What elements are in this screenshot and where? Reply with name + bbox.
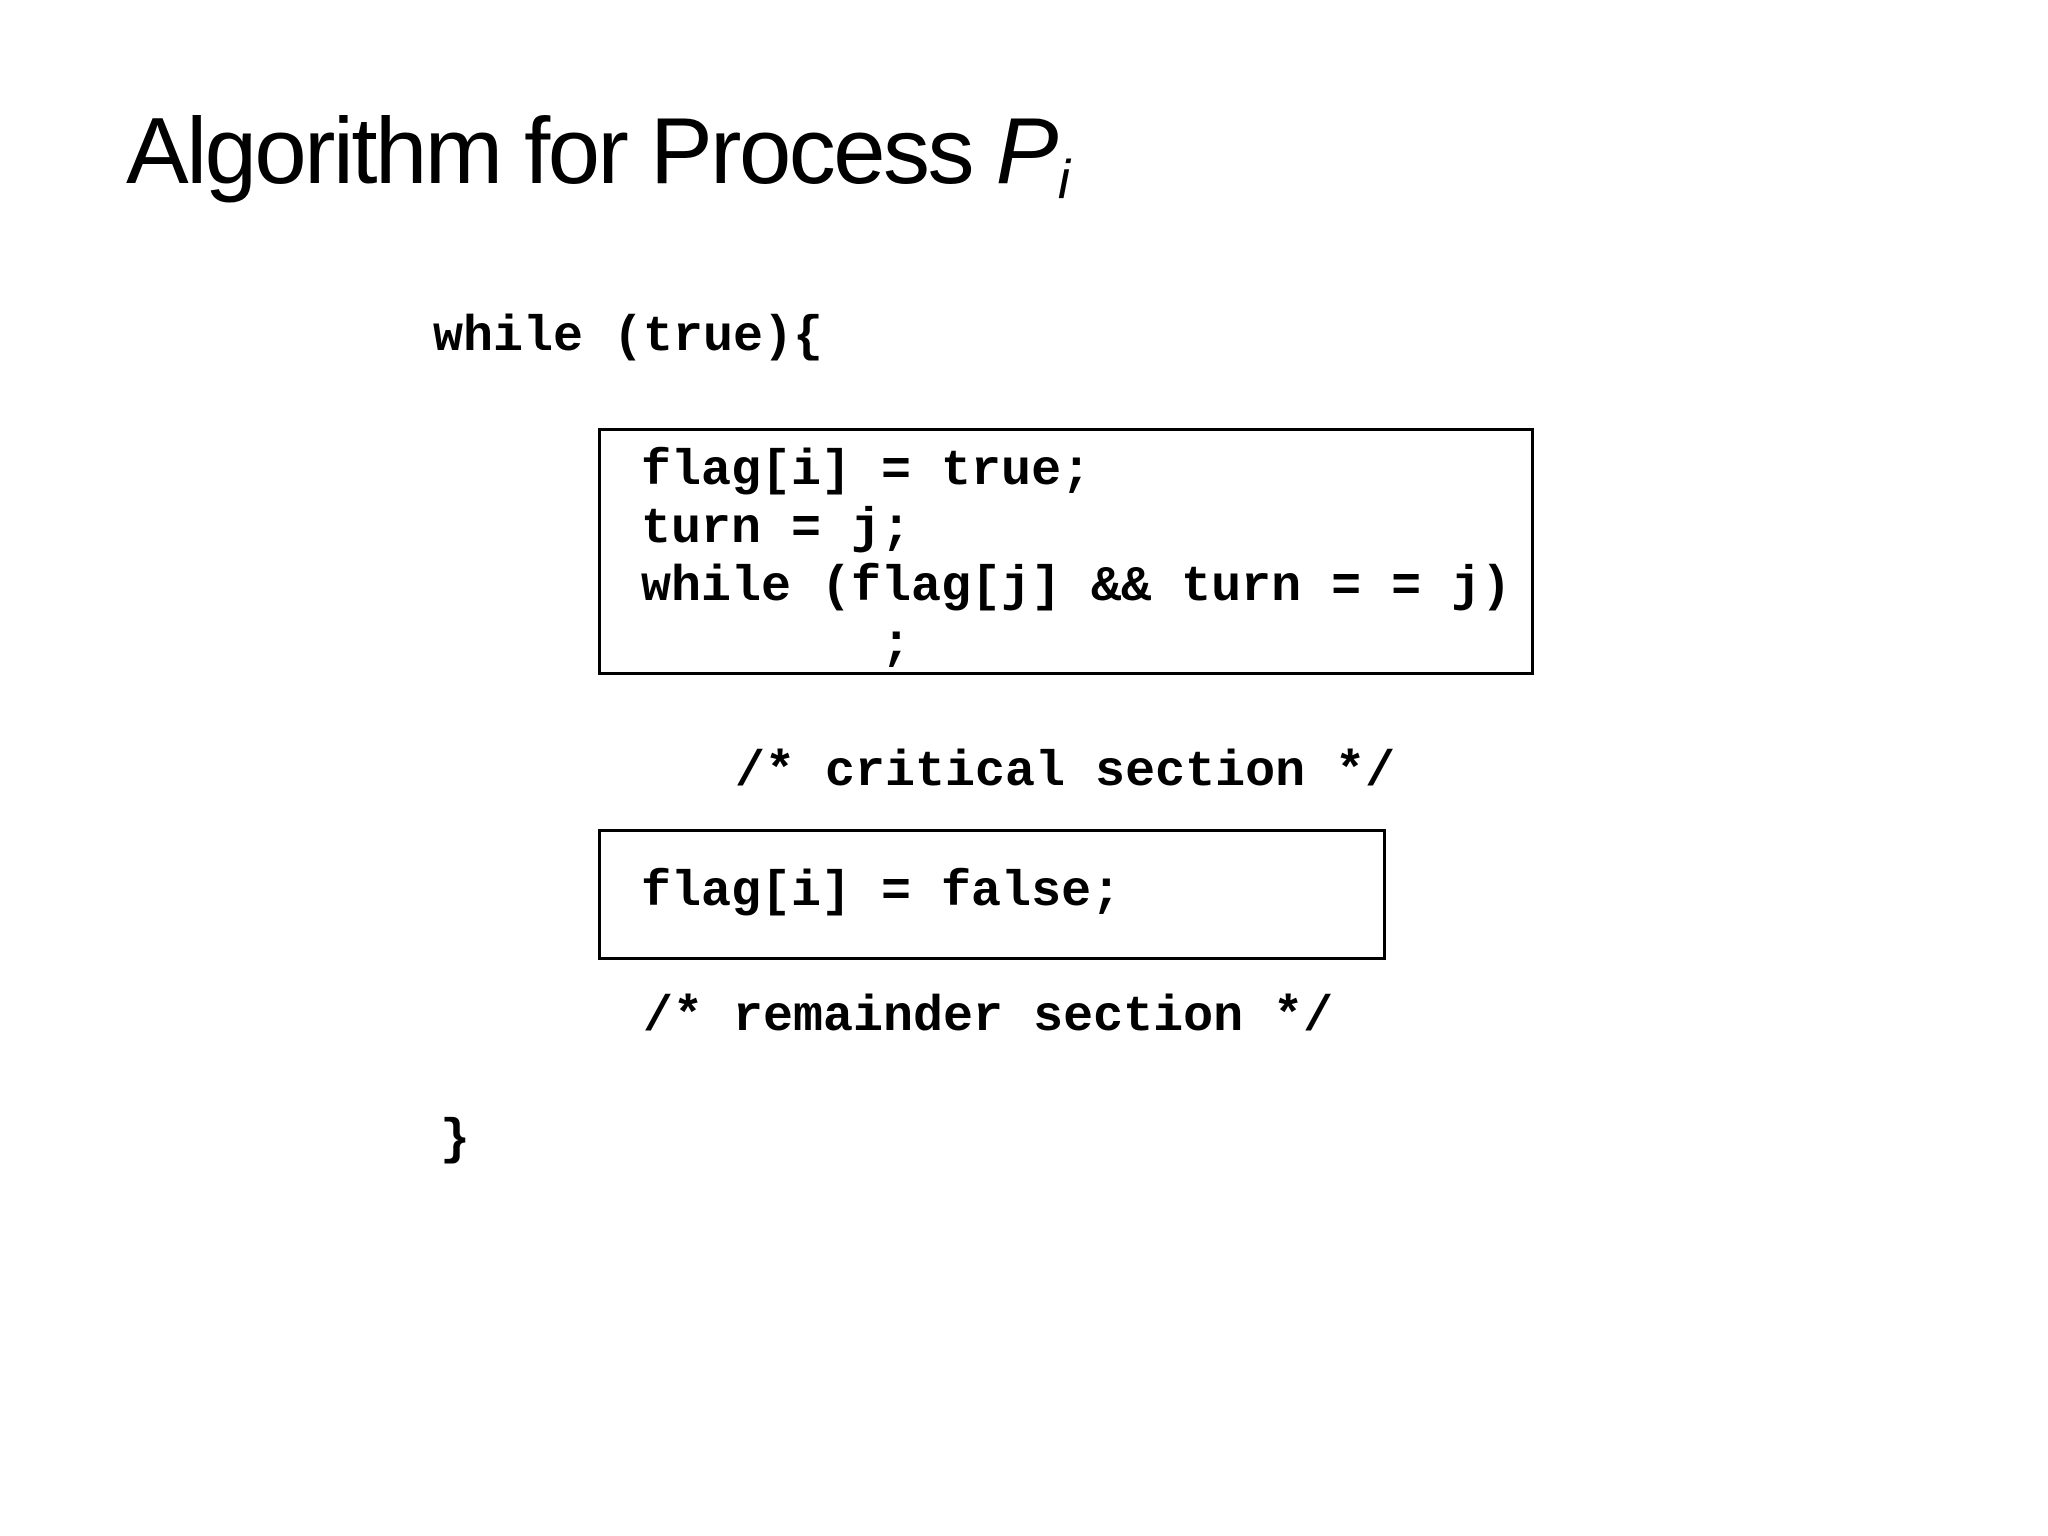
entry-code-line-while-spin: while (flag[j] && turn = = j) bbox=[641, 559, 1512, 616]
outer-while-close-brace: } bbox=[440, 1112, 471, 1169]
entry-code-line-flag-true: flag[i] = true; bbox=[641, 443, 1092, 500]
entry-section-box: flag[i] = true; turn = j; while (flag[j]… bbox=[598, 428, 1534, 675]
outer-while-open-line: while (true){ bbox=[433, 309, 824, 366]
page-title-text: Algorithm for Process bbox=[126, 97, 996, 203]
process-symbol: P bbox=[995, 97, 1059, 203]
remainder-section-comment: /* remainder section */ bbox=[643, 989, 1334, 1046]
critical-section-comment: /* critical section */ bbox=[735, 744, 1396, 801]
entry-code-line-semicolon: ; bbox=[641, 617, 912, 674]
page-title: Algorithm for Process Pi bbox=[126, 97, 1070, 210]
entry-code-line-turn: turn = j; bbox=[641, 501, 912, 558]
exit-section-box: flag[i] = false; bbox=[598, 829, 1386, 960]
process-subscript: i bbox=[1057, 149, 1070, 211]
exit-code-line-flag-false: flag[i] = false; bbox=[641, 864, 1122, 921]
